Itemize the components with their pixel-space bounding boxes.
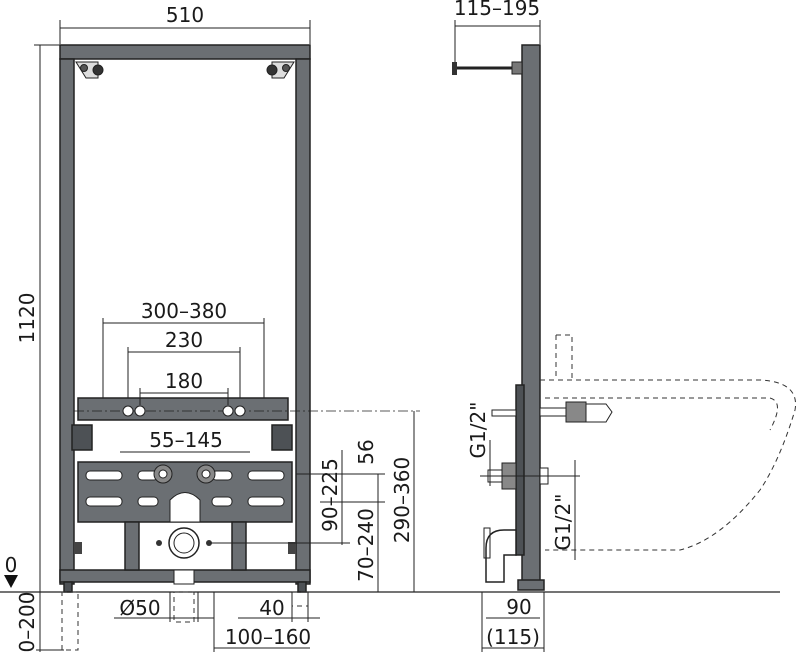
label-drain-diameter: Ø50 [119,596,160,620]
label-side-depth-ref: (115) [486,625,540,649]
label-foot-width: 40 [259,596,284,620]
label-thread-lower: G1/2" [551,494,575,551]
drain-outlet [156,527,212,559]
label-depth-range: 115–195 [454,0,540,20]
label-drain-to-floor: 70–240 [354,508,378,582]
label-pipe-spacing-mid: 230 [165,328,203,352]
label-frame-height: 1120 [15,293,39,344]
foot-left [63,581,73,593]
label-pipe-spacing-inner: 180 [165,369,203,393]
lower-column-right [231,521,247,571]
frame-left-post [59,58,75,585]
label-valve-spacing: 55–145 [149,428,223,452]
valve-left [153,464,173,484]
side-bracket-left [71,424,93,451]
side-bracket-right [271,424,293,451]
frame-right-post [295,58,311,585]
label-drain-offset: 100–160 [225,625,311,649]
label-floor-adjust: 0–200 [15,592,39,653]
valve-right [196,464,216,484]
front-view: 510 300–380 230 180 55–145 Ø50 40 100–16… [0,3,780,652]
lower-column-left [124,521,140,571]
pipe-crossbar [77,397,289,421]
label-drain-height-range: 90–225 [318,458,342,532]
bracket-top-left [75,61,104,79]
label-side-depth: 90 [506,595,531,619]
bracket-top-right [266,61,295,79]
label-valve-offset: 56 [354,439,378,464]
frame-top-bar [59,44,311,60]
label-top-pipes-height: 290–360 [390,457,414,543]
foot-right [297,581,307,593]
label-pipe-spacing-outer: 300–380 [141,299,227,323]
label-thread-upper: G1/2" [466,402,490,459]
side-plate [515,384,525,556]
label-floor-zero: 0 [5,553,18,577]
label-frame-width: 510 [166,3,204,27]
side-view: 115–195 90 (115) G1/2" G1/2" [452,0,797,652]
dim-lines-front [4,20,415,652]
side-foot [517,579,545,591]
